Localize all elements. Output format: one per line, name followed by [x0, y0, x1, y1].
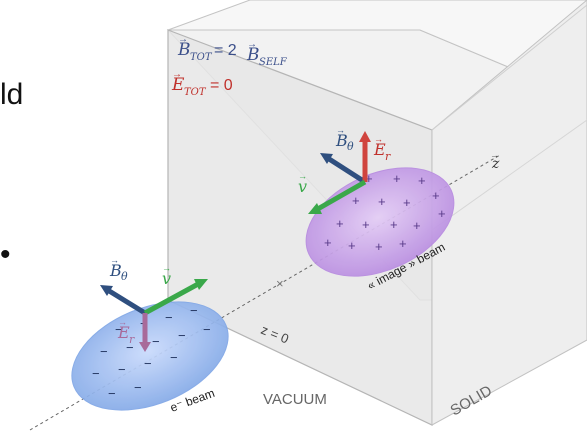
- image-v-arrow: [314, 179, 367, 213]
- svg-text:θ: θ: [347, 140, 354, 153]
- solid-side-face: [431, 0, 587, 426]
- svg-text:+: +: [432, 188, 440, 203]
- svg-text:−: −: [100, 344, 108, 359]
- image-b-theta-arrow: [324, 154, 367, 185]
- svg-text:+: +: [336, 216, 344, 231]
- svg-text:E: E: [171, 75, 185, 95]
- e-total-equation: E → TOT = 0: [171, 69, 233, 98]
- slide-text-fragment: ld: [0, 78, 24, 111]
- svg-text:−: −: [134, 380, 142, 395]
- svg-text:B: B: [177, 40, 191, 60]
- svg-text:= 2: = 2: [214, 42, 237, 59]
- b-total-equation: B → TOT = 2 B → SELF: [177, 34, 288, 68]
- svg-text:+: +: [362, 217, 370, 232]
- svg-text:r: r: [385, 150, 391, 163]
- image-b-arrowhead: [320, 153, 333, 164]
- svg-text:−: −: [190, 303, 198, 318]
- svg-text:→: →: [118, 317, 127, 327]
- svg-text:+: +: [375, 239, 383, 254]
- svg-text:+: +: [365, 171, 373, 186]
- svg-text:−: −: [178, 328, 186, 343]
- svg-text:+: +: [378, 194, 386, 209]
- svg-text:+: +: [413, 218, 421, 233]
- svg-text:−: −: [118, 362, 126, 377]
- electron-b-arrowhead: [100, 285, 113, 296]
- svg-text:= 0: = 0: [210, 77, 233, 94]
- z-axis-arrow-glyph: →: [490, 150, 499, 160]
- solid-edge-2: [431, 119, 587, 231]
- svg-text:−: −: [152, 334, 160, 349]
- svg-text:SELF: SELF: [259, 57, 288, 68]
- electron-b-theta-arrow: [104, 286, 147, 316]
- svg-text:−: −: [92, 366, 100, 381]
- svg-text:→: →: [374, 134, 383, 144]
- svg-text:TOT: TOT: [190, 52, 213, 63]
- svg-text:v: v: [298, 177, 307, 196]
- svg-text:+: +: [418, 173, 426, 188]
- svg-text:+: +: [393, 171, 401, 186]
- svg-text:+: +: [324, 235, 332, 250]
- electron-v-label: v →: [162, 263, 171, 288]
- svg-text:v: v: [162, 269, 171, 288]
- image-e-r-label: E → r: [373, 134, 391, 163]
- solid-top-face: [167, 0, 587, 101]
- svg-text:+: +: [352, 193, 360, 208]
- electron-v-arrow: [143, 280, 202, 316]
- svg-text:+: +: [438, 206, 446, 221]
- image-e-arrowhead: [359, 131, 371, 142]
- svg-text:→: →: [172, 69, 182, 80]
- solid-edge: [431, 4, 587, 131]
- svg-text:+: +: [390, 217, 398, 232]
- slide-bullet: •: [0, 238, 11, 271]
- svg-text:−: −: [115, 322, 123, 337]
- svg-text:+: +: [348, 238, 356, 253]
- svg-text:→: →: [336, 125, 345, 135]
- svg-text:+: +: [403, 195, 411, 210]
- electron-beam: [71, 301, 229, 411]
- electron-v-arrowhead: [194, 279, 208, 290]
- svg-text:+: +: [399, 236, 407, 251]
- image-v-arrowhead: [308, 203, 322, 214]
- z-axis-label: z: [491, 156, 500, 172]
- svg-text:B: B: [246, 45, 260, 65]
- svg-text:→: →: [298, 171, 307, 181]
- svg-text:−: −: [126, 340, 134, 355]
- svg-text:TOT: TOT: [184, 87, 207, 98]
- svg-text:−: −: [165, 310, 173, 325]
- svg-text:B: B: [335, 131, 348, 150]
- svg-text:θ: θ: [121, 270, 128, 283]
- svg-text:−: −: [170, 350, 178, 365]
- image-b-theta-label: B → θ: [335, 125, 354, 153]
- electron-b-theta-label: B → θ: [109, 255, 128, 283]
- svg-text:→: →: [178, 34, 188, 45]
- svg-text:→: →: [247, 39, 257, 50]
- svg-text:E: E: [117, 323, 130, 342]
- electron-e-r-label: E → r: [117, 317, 135, 346]
- svg-text:−: −: [144, 356, 152, 371]
- svg-text:−: −: [108, 386, 116, 401]
- svg-text:B: B: [109, 261, 122, 280]
- svg-text:−: −: [203, 322, 211, 337]
- electron-e-arrowhead: [139, 342, 151, 352]
- image-charges: +++ ++++ ++++ +++ ++: [324, 171, 446, 254]
- vacuum-label: VACUUM: [263, 391, 327, 408]
- svg-text:r: r: [129, 333, 135, 346]
- image-v-label: v →: [298, 171, 307, 196]
- svg-text:→: →: [110, 255, 119, 265]
- svg-text:E: E: [373, 140, 386, 159]
- origin-cross: ×: [276, 276, 284, 291]
- svg-text:→: →: [162, 263, 171, 273]
